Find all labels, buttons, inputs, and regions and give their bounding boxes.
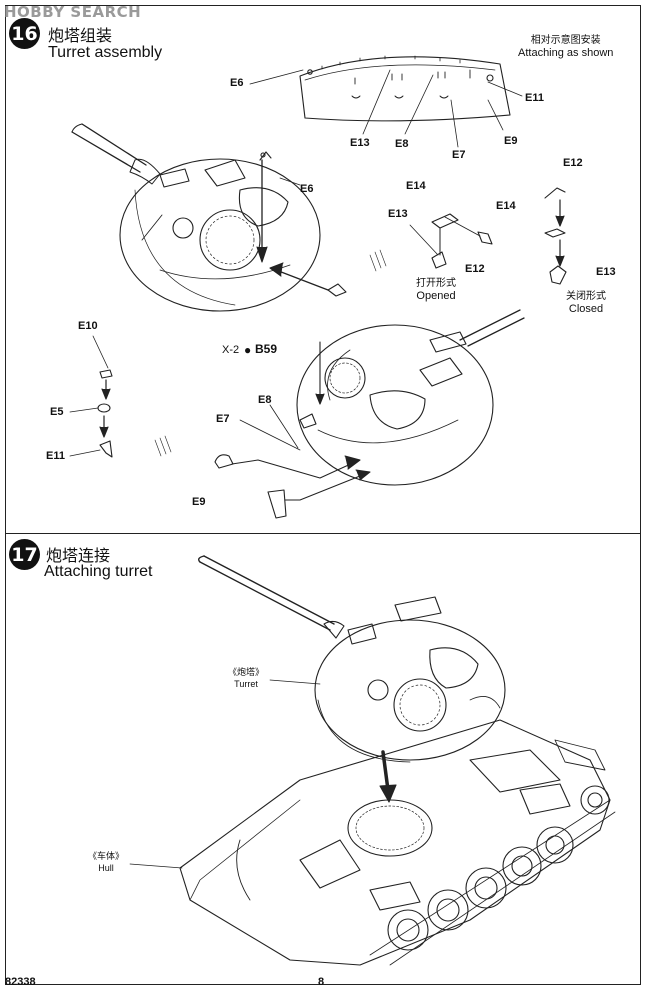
label-e10: E10 <box>78 320 98 332</box>
label-e8-bottom: E8 <box>258 394 272 406</box>
label-e11-bottom: E11 <box>46 450 65 462</box>
opened-note: 打开形式 Opened <box>416 277 456 303</box>
closed-note-cn: 关闭形式 <box>566 291 606 302</box>
attach-note-cn: 相对示意图安装 <box>530 35 601 46</box>
attach-note-en: Attaching as shown <box>518 47 614 59</box>
label-e12-open: E12 <box>465 263 485 275</box>
step-17-badge: 17 <box>9 539 40 570</box>
label-e9-top: E9 <box>504 135 518 147</box>
closed-note-en: Closed <box>568 303 604 315</box>
bracket-subassembly-drawing <box>69 335 113 458</box>
page-number: 8 <box>318 976 325 988</box>
label-b59: B59 <box>255 342 278 356</box>
label-e6-top: E6 <box>230 77 244 89</box>
label-e11-top: E11 <box>525 92 544 104</box>
step-16-title-cn: 炮塔组装 <box>48 26 113 45</box>
attach-note: 相对示意图安装 Attaching as shown <box>518 34 613 60</box>
arrows-step16-lower <box>214 341 371 519</box>
leader-lines-top <box>249 69 523 148</box>
hull-callout: 《车体》 Hull <box>88 852 124 874</box>
label-e14-open: E14 <box>406 180 426 192</box>
step-17-title-en: Attaching turret <box>44 563 153 580</box>
label-e9-bottom: E9 <box>192 496 206 508</box>
turret-callout-en: Turret <box>234 679 258 689</box>
watermark: HOBBY SEARCH <box>4 3 142 21</box>
callout-lines <box>129 679 321 869</box>
turret-upper-drawing <box>71 123 387 312</box>
label-e6-mid: E6 <box>300 183 314 195</box>
label-x2: X-2 <box>222 344 240 356</box>
turret-rear-panel-drawing <box>299 55 511 122</box>
label-e8-top: E8 <box>395 138 409 150</box>
step-16-badge: 16 <box>9 18 40 49</box>
label-e13-closed: E13 <box>596 266 616 278</box>
product-code: 82338 <box>5 976 36 988</box>
arrows-step16-upper <box>256 159 347 297</box>
label-e13-open: E13 <box>388 208 408 220</box>
step-17-title-cn: 炮塔连接 <box>46 546 111 565</box>
turret-callout-cn: 《炮塔》 <box>228 668 265 678</box>
turret-step17-drawing <box>197 555 506 763</box>
hatch-detail-drawing <box>409 187 567 285</box>
opened-note-cn: 打开形式 <box>416 278 456 289</box>
instruction-frame <box>5 5 641 985</box>
label-e7-top: E7 <box>452 149 466 161</box>
hull-callout-cn: 《车体》 <box>88 852 125 862</box>
pointer-glyph: ● <box>244 343 252 357</box>
turret-callout: 《炮塔》 Turret <box>228 668 264 690</box>
label-e5: E5 <box>50 406 64 418</box>
hull-drawing <box>179 719 616 966</box>
step-16-title-en: Turret assembly <box>48 44 163 61</box>
opened-note-en: Opened <box>416 290 456 302</box>
label-e14-closed: E14 <box>496 200 516 212</box>
attach-arrow <box>379 750 397 803</box>
closed-note: 关闭形式 Closed <box>566 290 606 316</box>
hull-callout-en: Hull <box>98 863 114 873</box>
label-e7-bottom: E7 <box>216 413 230 425</box>
label-e12-closed: E12 <box>563 157 583 169</box>
turret-lower-drawing <box>154 309 525 486</box>
step-divider <box>5 533 641 534</box>
label-e13-top: E13 <box>350 137 370 149</box>
